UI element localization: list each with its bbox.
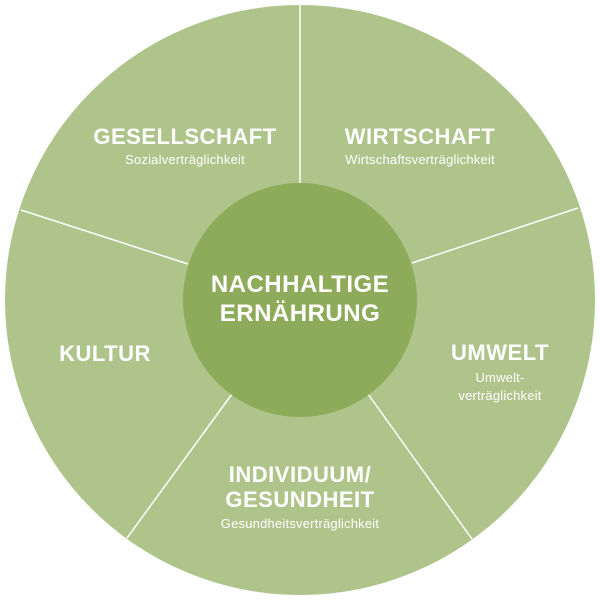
center-title-line2: ERNÄHRUNG — [219, 299, 381, 327]
segment-wirtschaft: WIRTSCHAFT Wirtschaftsverträglichkeit — [305, 124, 535, 168]
segment-gesellschaft-title: GESELLSCHAFT — [93, 124, 277, 149]
center-circle — [183, 183, 417, 417]
segment-umwelt: UMWELT Umwelt- verträglichkeit — [410, 340, 590, 406]
divider-right — [411, 207, 579, 264]
segment-wirtschaft-title: WIRTSCHAFT — [344, 124, 496, 149]
divider-bottom-left — [126, 393, 233, 539]
segment-kultur: KULTUR — [25, 341, 185, 366]
segment-individuum-subtitle: Gesundheitsverträglichkeit — [220, 515, 380, 531]
segment-individuum-title-line2: GESUNDHEIT — [225, 487, 375, 513]
segment-individuum: INDIVIDUUM/ GESUNDHEIT Gesundheitsverträ… — [170, 462, 430, 532]
segment-gesellschaft: GESELLSCHAFT Sozialverträglichkeit — [70, 124, 300, 168]
segment-kultur-title: KULTUR — [59, 341, 151, 366]
segment-wirtschaft-subtitle: Wirtschaftsverträglichkeit — [345, 152, 495, 168]
divider-left — [20, 209, 189, 265]
segment-umwelt-subtitle-line1: Umwelt- — [475, 370, 525, 386]
center-title-line1: NACHHALTIGE — [210, 271, 390, 298]
segment-individuum-title-line1: INDIVIDUUM/ — [228, 462, 372, 487]
center-label: NACHHALTIGE ERNÄHRUNG — [185, 271, 415, 329]
segment-umwelt-subtitle: Umwelt- verträglichkeit — [410, 369, 590, 405]
divider-bottom-right — [367, 393, 473, 540]
segment-dividers — [20, 5, 579, 540]
segment-umwelt-title: UMWELT — [451, 340, 549, 365]
segment-gesellschaft-subtitle: Sozialverträglichkeit — [125, 152, 245, 168]
segment-umwelt-subtitle-line2: verträglichkeit — [458, 388, 542, 404]
